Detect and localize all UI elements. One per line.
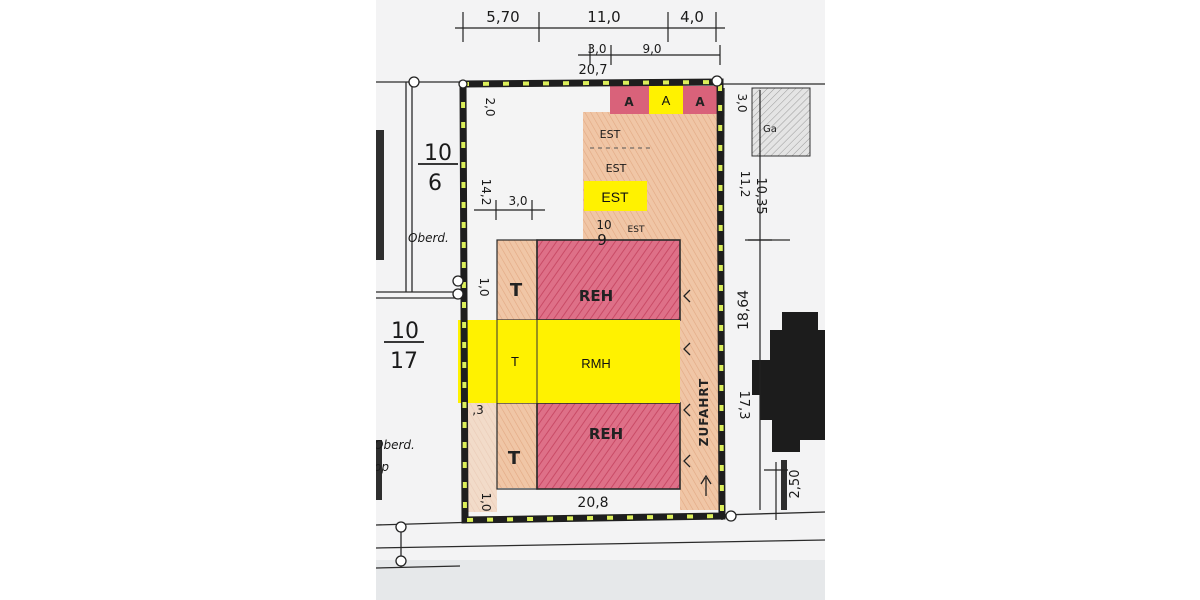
driveway-label: ZUFAHRT (697, 378, 711, 446)
dim-top-middle: 11,0 (587, 8, 620, 26)
plot-boundary (459, 78, 726, 524)
dim-overall-width: 20,7 (579, 63, 608, 78)
parcel-lower-note-2: op (376, 460, 389, 474)
dim-sub-right: 9,0 (642, 42, 661, 56)
neighbor-building-edge-lower (376, 440, 382, 500)
dim-inner-offset: 3,0 (508, 194, 527, 208)
parking-a-center-label: A (662, 93, 671, 108)
dim-sub-left: 3,0 (587, 42, 606, 56)
parking-strip-side (644, 112, 720, 240)
est-highlight-label: EST (601, 189, 629, 205)
rmh-highlight (458, 320, 680, 403)
parking-a-center-sticker (649, 84, 683, 114)
house-reh-lower-label: REH (589, 425, 623, 443)
driveway-strip (680, 240, 720, 510)
dim-top-offset: 2,0 (483, 97, 497, 116)
est-highlight-sticker (584, 181, 647, 211)
neighbor-wall-right (781, 460, 787, 510)
garage-building (751, 87, 811, 157)
dim-right-top: 3,0 (735, 93, 749, 112)
dim-right-upper-b: 10,35 (753, 177, 768, 214)
parcel-upper-denominator: 6 (428, 171, 442, 196)
house-reh-upper (536, 239, 681, 321)
terrace-upper-label: T (510, 280, 523, 301)
parcel-nine: 9 (597, 231, 607, 249)
dim-gap-small: 1,0 (477, 277, 491, 296)
dim-right-middle: 18,64 (736, 290, 752, 330)
neighbor-building-edge (376, 130, 384, 260)
house-reh-upper-label: REH (579, 287, 613, 305)
parcel-lower-numerator: 10 (391, 319, 419, 344)
dim-right-upper-a: 11,2 (738, 171, 752, 198)
dim-top-right: 4,0 (680, 8, 704, 26)
neighbor-building-right (752, 312, 825, 452)
dim-bottom-left: ,3 (472, 403, 483, 417)
driveway-arrows (683, 289, 712, 496)
dim-bottom-width: 20,8 (577, 495, 608, 511)
dimension-lines (455, 12, 788, 520)
est-label-2: EST (606, 162, 627, 175)
garage-label: Ga (763, 124, 777, 135)
garden-strip-lower (463, 400, 497, 512)
dim-right-bottom: 2,50 (788, 470, 803, 499)
dim-right-lower: 17,3 (736, 391, 751, 420)
parcel-lower-note-1: Oberd. (376, 438, 415, 452)
house-reh-lower (536, 402, 681, 490)
dim-left-depth: 14,2 (479, 179, 493, 206)
est-label-1: EST (600, 128, 621, 141)
terrace-middle-label: T (511, 354, 519, 369)
terrace-lower-label: T (508, 448, 521, 469)
parcel-lower-denominator: 17 (390, 349, 418, 374)
parcel-upper-note: Oberd. (408, 231, 449, 245)
dim-bottom-gap: 1,0 (479, 492, 493, 511)
boundary-points (395, 75, 737, 567)
parcel-upper-numerator: 10 (424, 141, 452, 166)
dim-top-left: 5,70 (486, 8, 519, 26)
parcel-ten-partial: 10 (596, 218, 611, 232)
house-rmh-label: RMH (581, 356, 611, 371)
site-plan-photo: 5,70 11,0 4,0 3,0 9,0 20,7 2,0 14,2 3,0 … (376, 0, 825, 600)
parking-a-left-label: A (624, 95, 634, 109)
est-label-4: EST (628, 225, 645, 235)
parking-a-right-label: A (695, 95, 705, 109)
